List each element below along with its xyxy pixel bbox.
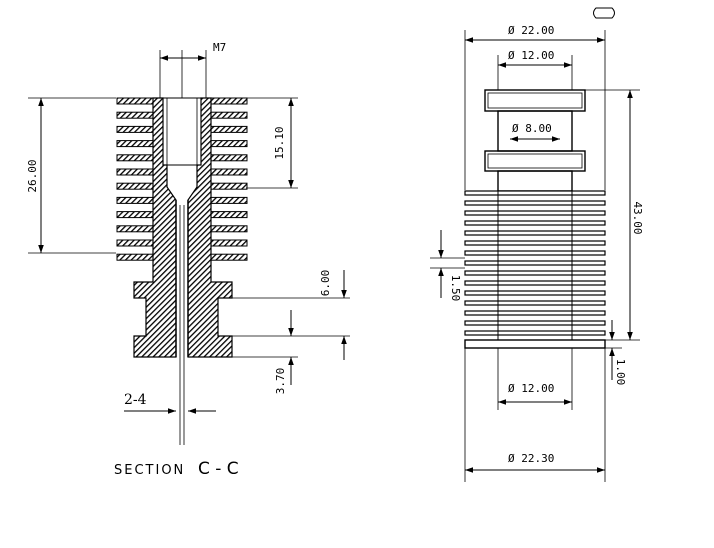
- side-fin: [464, 260, 606, 266]
- side-fin: [464, 280, 606, 286]
- base-fin: [464, 339, 606, 349]
- side-fin: [464, 270, 606, 276]
- side-fin: [464, 250, 606, 256]
- neck-dia-label: Ø 12.00: [508, 49, 554, 62]
- fin-left: [116, 182, 154, 190]
- side-fin: [464, 220, 606, 226]
- heatsink-fins-left: [116, 97, 154, 261]
- fin-thickness-label: 1.00: [614, 359, 627, 386]
- fin-dia-label: Ø 22.30: [508, 452, 554, 465]
- section-view: M7 26.00 15.10 6.00 3.70 2-4 SECTION C -…: [26, 41, 350, 479]
- side-fin: [464, 330, 606, 336]
- view-symbol-icon: [593, 7, 615, 19]
- thread-bore: [162, 97, 202, 166]
- fin-right: [210, 111, 248, 119]
- section-caption: SECTION: [114, 463, 185, 478]
- fin-right: [210, 211, 248, 219]
- fin-left: [116, 196, 154, 204]
- inner-dia-label: Ø 8.00: [512, 122, 552, 135]
- side-fin: [464, 310, 606, 316]
- fin-right: [210, 239, 248, 247]
- side-fin: [464, 230, 606, 236]
- fin-right: [210, 140, 248, 148]
- side-view: Ø 22.00 Ø 12.00 Ø 8.00 43.00 1.50 1.00 Ø…: [430, 7, 644, 482]
- fin-left: [116, 154, 154, 162]
- fin-left: [116, 239, 154, 247]
- top-dia-label: Ø 22.00: [508, 24, 554, 37]
- side-fins: [464, 190, 606, 336]
- thread-label: M7: [213, 41, 226, 54]
- fin-left: [116, 140, 154, 148]
- fin-left: [116, 168, 154, 176]
- lower-step-label: 6.00: [319, 270, 332, 297]
- bottom-step-label: 3.70: [274, 368, 287, 395]
- overall-height-side-label: 43.00: [631, 201, 644, 234]
- fin-left: [116, 225, 154, 233]
- fin-right: [210, 225, 248, 233]
- fin-right: [210, 196, 248, 204]
- heatsink-fins-right: [210, 97, 248, 261]
- fin-left: [116, 97, 154, 105]
- side-fin: [464, 240, 606, 246]
- side-fin: [464, 320, 606, 326]
- fin-right: [210, 97, 248, 105]
- fin-left: [116, 111, 154, 119]
- overall-height-label: 26.00: [26, 159, 39, 192]
- side-fin: [464, 300, 606, 306]
- fin-left: [116, 125, 154, 133]
- base-dia-label: Ø 12.00: [508, 382, 554, 395]
- section-caption-letters: C - C: [198, 459, 239, 479]
- fin-right: [210, 154, 248, 162]
- fin-right: [210, 253, 248, 261]
- fin-left: [116, 253, 154, 261]
- fin-right: [210, 125, 248, 133]
- fin-left: [116, 211, 154, 219]
- side-fin: [464, 190, 606, 196]
- bore-depth-label: 15.10: [273, 126, 286, 159]
- fin-pitch-label: 1.50: [449, 275, 462, 302]
- fin-right: [210, 182, 248, 190]
- hole-dia-label: 2-4: [124, 392, 147, 408]
- side-fin: [464, 200, 606, 206]
- side-fin: [464, 290, 606, 296]
- side-fin: [464, 210, 606, 216]
- fin-right: [210, 168, 248, 176]
